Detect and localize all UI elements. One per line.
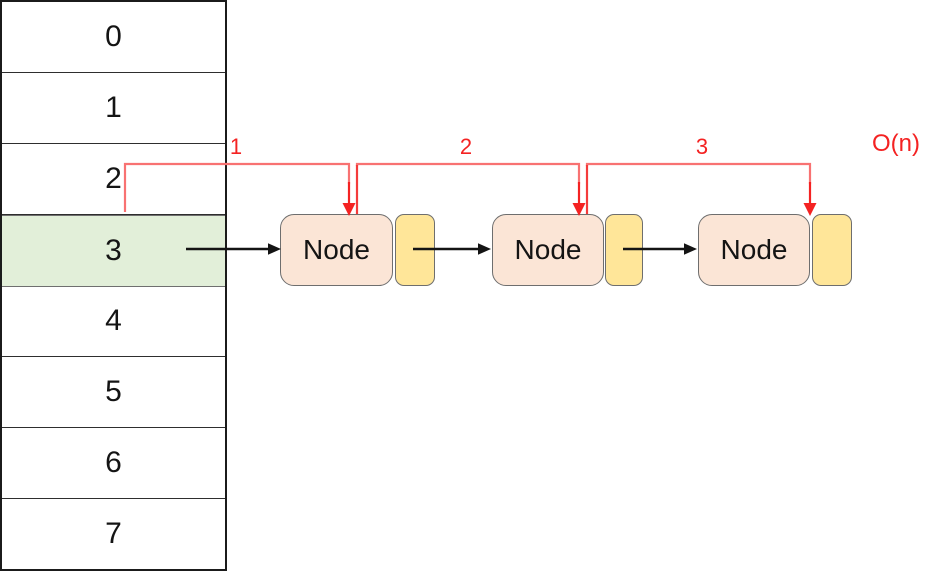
bucket-row-6: 6	[2, 428, 225, 500]
bucket-index-label: 1	[105, 90, 122, 124]
bucket-row-1: 1	[2, 72, 225, 144]
list-node-2: Node	[492, 214, 604, 286]
traversal-step-arrow-2	[355, 162, 586, 216]
bucket-index-label: 3	[105, 233, 122, 267]
next-pointer-box-3	[812, 214, 852, 286]
bucket-index-label: 5	[105, 375, 122, 409]
node-label: Node	[514, 234, 582, 265]
step-count-label-2: 2	[459, 134, 473, 159]
complexity-label: O(n)	[872, 130, 920, 157]
bucket-row-4: 4	[2, 286, 225, 358]
bucket-row-2: 2	[2, 143, 225, 215]
bucket-row-5: 5	[2, 357, 225, 429]
bucket-index-label: 7	[105, 517, 122, 551]
bucket-index-label: 0	[105, 19, 122, 53]
node-label: Node	[303, 234, 370, 265]
bucket-row-7: 7	[2, 499, 225, 569]
next-pointer-box-2	[605, 214, 643, 286]
bucket-index-label: 6	[105, 446, 122, 480]
bucket-array: 0 1 2 3 4 5 6 7	[0, 0, 227, 571]
step-count-label-3: 3	[695, 134, 709, 159]
list-node-3: Node	[698, 214, 810, 286]
node-label: Node	[720, 234, 788, 265]
bucket-row-3-highlighted: 3	[2, 214, 225, 287]
bucket-row-0: 0	[2, 2, 225, 73]
bucket-index-label: 4	[105, 304, 122, 338]
list-node-1: Node	[280, 214, 393, 286]
step-count-label-1: 1	[229, 134, 243, 159]
next-pointer-box-1	[395, 214, 435, 286]
traversal-step-arrow-3	[585, 162, 817, 216]
bucket-index-label: 2	[105, 161, 122, 195]
